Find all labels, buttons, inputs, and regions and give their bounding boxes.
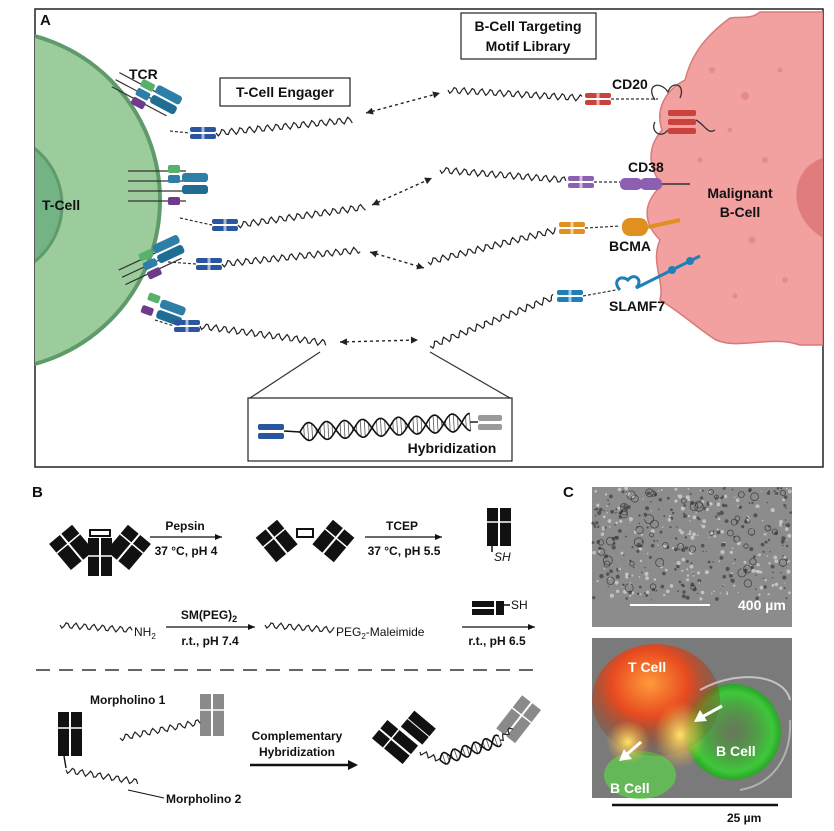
t-cell-nucleus bbox=[35, 146, 64, 264]
morpholino-strands bbox=[59, 622, 335, 634]
binding-arrow-2 bbox=[371, 177, 433, 206]
dna-helix-icon bbox=[283, 412, 478, 442]
scale-label-400: 400 µm bbox=[738, 597, 786, 613]
hybrid-fab-black-2 bbox=[400, 710, 436, 745]
inset-target-fab bbox=[478, 415, 502, 430]
library-strand-2 bbox=[439, 166, 620, 188]
fab-monomer-icon bbox=[472, 601, 510, 615]
b-cell-label-line2: B-Cell bbox=[720, 204, 760, 220]
engager-2 bbox=[179, 203, 366, 231]
synapse-yellow bbox=[654, 701, 706, 769]
panel-b-label: B bbox=[32, 484, 43, 501]
library-label-line1: B-Cell Targeting bbox=[474, 18, 581, 34]
b-cell-granules bbox=[697, 67, 788, 299]
library-label-line2: Motif Library bbox=[486, 38, 571, 54]
nh2-label: NH2 bbox=[134, 625, 156, 641]
complementary-label-line2: Hybridization bbox=[259, 745, 335, 759]
peg-maleimide-label: PEG2-Maleimide bbox=[336, 625, 425, 641]
morpholino-2-label: Morpholino 2 bbox=[166, 792, 242, 806]
tcr-complex-3 bbox=[118, 235, 185, 286]
panel-b: B bbox=[32, 484, 542, 806]
t-cell-engagers bbox=[154, 116, 366, 347]
slamf7-receptor bbox=[615, 254, 701, 292]
b-cell-image-label-bottom: B Cell bbox=[610, 780, 650, 796]
engager-4 bbox=[154, 319, 327, 347]
slamf7-label: SLAMF7 bbox=[609, 298, 665, 314]
t-cell-engager-label: T-Cell Engager bbox=[236, 84, 335, 100]
brightfield-image: 400 µm bbox=[591, 486, 792, 627]
dna-helix-icon bbox=[419, 727, 514, 765]
smpeg-label: SM(PEG)2 bbox=[181, 608, 237, 624]
panel-a-label: A bbox=[40, 12, 51, 29]
tcr-label: TCR bbox=[129, 66, 158, 82]
smpeg-conditions: r.t., pH 7.4 bbox=[181, 634, 239, 648]
arrow-icon bbox=[625, 740, 642, 757]
sh-label-1: SH bbox=[494, 550, 511, 564]
b-cell-label-line1: Malignant bbox=[707, 185, 773, 201]
maleimide-conditions: r.t., pH 6.5 bbox=[468, 634, 526, 648]
cd20-label: CD20 bbox=[612, 76, 648, 92]
antibody-icon bbox=[49, 524, 151, 576]
bcma-receptor bbox=[622, 218, 681, 236]
tcep-conditions: 37 °C, pH 5.5 bbox=[368, 544, 441, 558]
tcep-label: TCEP bbox=[386, 519, 418, 533]
t-cell-label: T-Cell bbox=[42, 197, 80, 213]
cd38-receptor bbox=[620, 178, 690, 190]
library-strand-4 bbox=[429, 289, 617, 350]
tcr-complex-1 bbox=[111, 72, 183, 117]
hybrid-fab-gray bbox=[496, 695, 542, 744]
library-strand-3 bbox=[427, 222, 621, 266]
complementary-label-line1: Complementary bbox=[252, 729, 343, 743]
hybrid-fab-black bbox=[371, 719, 419, 765]
t-cell-image-label: T Cell bbox=[628, 659, 666, 675]
b-cell-image-label: B Cell bbox=[716, 743, 756, 759]
engager-1 bbox=[169, 116, 353, 139]
library-strand-1 bbox=[447, 86, 658, 105]
fab-monomer-icon bbox=[487, 508, 511, 552]
cd38-label: CD38 bbox=[628, 159, 664, 175]
fluorescence-image: T Cell B Cell B Cell bbox=[592, 638, 792, 799]
morpholino-1-label: Morpholino 1 bbox=[90, 693, 166, 707]
scale-label-25: 25 µm bbox=[727, 811, 761, 825]
bcma-label: BCMA bbox=[609, 238, 651, 254]
fab-dimer-icon bbox=[255, 519, 355, 563]
cd20-receptor bbox=[651, 84, 716, 135]
arrow-icon bbox=[701, 704, 723, 719]
morpholino-pair bbox=[63, 719, 201, 785]
panel-c-label: C bbox=[563, 484, 574, 501]
pepsin-label: Pepsin bbox=[165, 519, 204, 533]
inset-engager-fab bbox=[258, 424, 284, 439]
antibody-fab-black bbox=[58, 712, 82, 756]
b-cell-nucleus bbox=[796, 158, 823, 238]
t-cell-body bbox=[35, 34, 162, 366]
pepsin-conditions: 37 °C, pH 4 bbox=[155, 544, 218, 558]
engager-3 bbox=[167, 246, 361, 270]
binding-arrow-4 bbox=[339, 336, 419, 346]
tcr-complex-2 bbox=[128, 165, 208, 205]
panel-a: A T-Cell TCR bbox=[34, 8, 824, 468]
sh-label-2: SH bbox=[511, 598, 528, 612]
binding-arrows bbox=[339, 91, 441, 346]
antibody-fab-gray bbox=[200, 694, 224, 736]
hybridization-label: Hybridization bbox=[408, 440, 497, 456]
targeting-library bbox=[427, 86, 658, 350]
panel-c: C 400 µm T Cell B Cell B Cell bbox=[563, 484, 792, 825]
binding-arrow-1 bbox=[365, 91, 441, 115]
binding-arrow-3 bbox=[369, 250, 425, 270]
